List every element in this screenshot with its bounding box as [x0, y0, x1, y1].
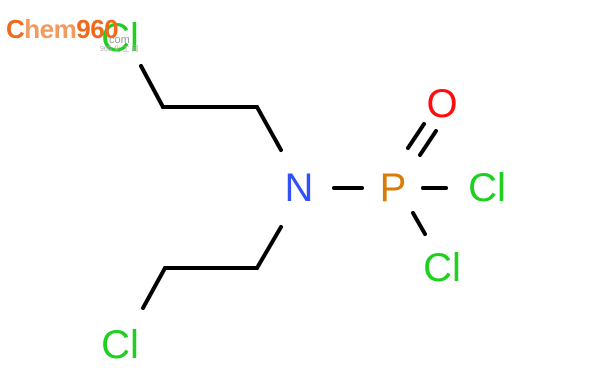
- atom-nitrogen: N: [285, 166, 314, 210]
- bond-c2-n: [255, 105, 283, 152]
- atom-cl-top: Cl: [101, 16, 139, 60]
- site-watermark-logo: Chem960 .com 960 化 工 网: [6, 14, 156, 54]
- bond-c4-cl-bottom: [141, 266, 167, 310]
- bond-p-o-2: [418, 129, 438, 157]
- bond-n-c3: [255, 225, 283, 270]
- bond-p-cl-lower: [411, 211, 427, 236]
- bond-cl-top-c1: [139, 64, 165, 109]
- atom-phosphorus: P: [380, 166, 407, 210]
- atom-cl-p-lower: Cl: [423, 246, 461, 290]
- watermark-brand: Chem960: [6, 14, 119, 44]
- atom-cl-p-right: Cl: [468, 166, 506, 210]
- bond-p-o-1: [406, 122, 426, 150]
- atom-cl-bottom: Cl: [101, 323, 139, 367]
- watermark-domain: .com: [106, 34, 130, 46]
- atom-oxygen: O: [426, 82, 457, 126]
- watermark-subtitle: 960 化 工 网: [100, 46, 139, 53]
